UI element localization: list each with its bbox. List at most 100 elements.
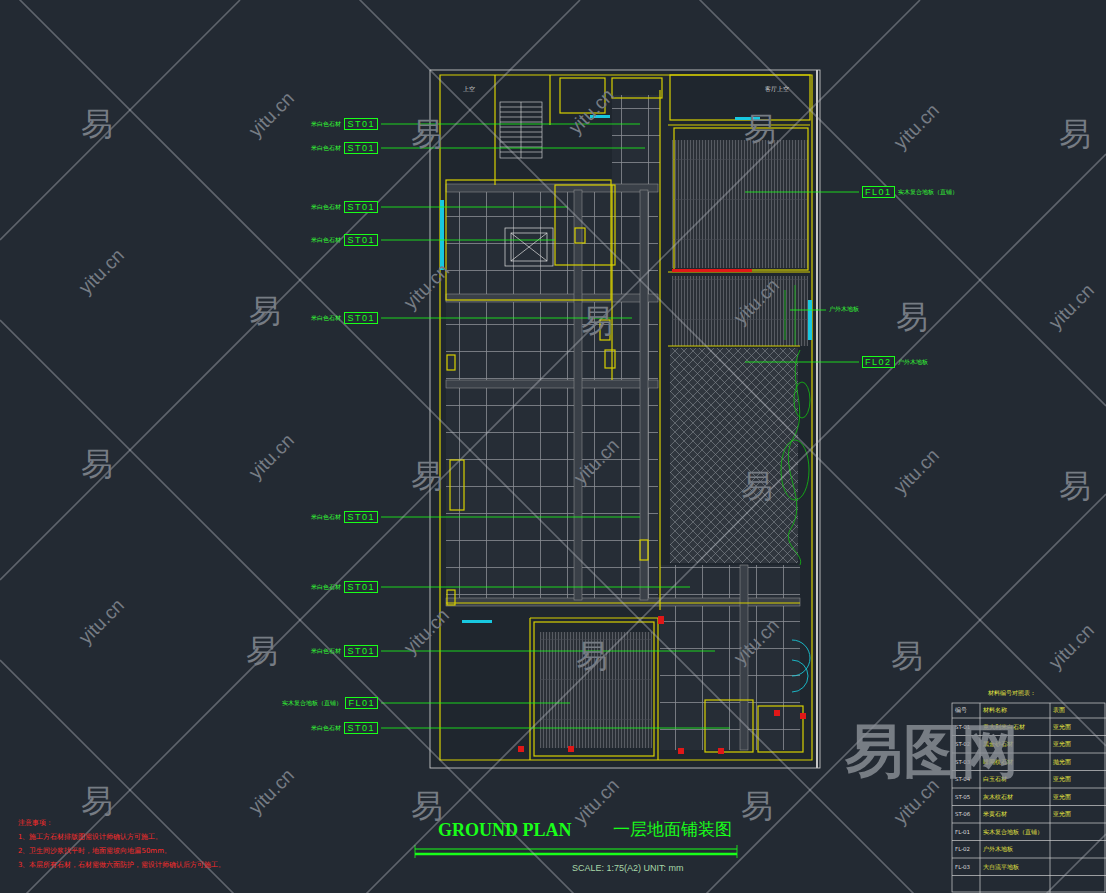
material-tag: ST01米白色石材	[344, 645, 378, 657]
room-label: 客厅上空	[765, 86, 789, 93]
door-swing	[792, 660, 808, 692]
material-tag: FL01实木复合地板（直铺）	[345, 697, 378, 709]
watermark: 易	[576, 639, 608, 674]
elevator	[511, 233, 547, 261]
material-tag: ST01米白色石材	[344, 234, 378, 246]
material-code: ST01	[347, 512, 375, 522]
watermark: 易	[741, 789, 773, 824]
watermark: 易	[896, 300, 928, 335]
material-tag: ST01米白色石材	[344, 312, 378, 324]
watermark: yitu.cn	[1045, 280, 1099, 334]
table-cell: 亚光面	[1053, 811, 1071, 817]
watermark: yitu.cn	[890, 445, 944, 499]
table-cell: ST-05	[955, 794, 970, 800]
material-code: FL01	[865, 187, 892, 197]
table-cell: 户外木地板	[983, 846, 1013, 852]
parquet-floor	[670, 348, 798, 563]
sheet-frame	[430, 70, 820, 768]
red-mark	[774, 710, 780, 716]
table-cell: 材料名称	[983, 707, 1007, 713]
planting	[794, 382, 810, 418]
material-tag: ST01米白色石材	[344, 142, 378, 154]
window	[808, 300, 812, 340]
material-code: ST01	[347, 119, 375, 129]
tile-floor	[446, 294, 658, 302]
note-text: 3、本层所有石材，石材需做六面防护，需设计师确认后方可施工。	[18, 862, 225, 870]
watermark: 易	[249, 294, 281, 329]
tile-floor	[612, 95, 660, 185]
wood-floor	[540, 632, 652, 748]
material-tag: ST01米白色石材	[344, 511, 378, 523]
wall-line	[640, 540, 648, 560]
material-name: 米白色石材	[311, 648, 341, 655]
table-cell: FL-03	[955, 864, 970, 870]
red-mark	[658, 616, 664, 624]
material-code: FL02	[865, 357, 892, 367]
wood-floor	[672, 140, 808, 268]
material-name: 实木复合地板（直铺）	[898, 189, 958, 196]
wall-line	[605, 350, 615, 368]
note-text: 1、施工方石材排版图需设计师确认方可施工。	[18, 834, 162, 842]
window	[440, 115, 812, 623]
material-code: FL01	[348, 698, 375, 708]
watermark: 易	[246, 634, 278, 669]
material-label: 户外木地板	[829, 306, 859, 313]
material-code: ST01	[347, 143, 375, 153]
wall-line	[440, 75, 812, 760]
leader-line	[381, 124, 730, 728]
stair	[500, 102, 542, 158]
scale-note: SCALE: 1:75(A2) UNIT: mm	[572, 864, 684, 874]
table-cell: 大自流平地板	[983, 864, 1019, 870]
room-label: 上空	[463, 86, 475, 93]
red-mark	[718, 748, 724, 754]
watermark: yitu.cn	[1045, 620, 1099, 674]
elevator	[505, 228, 553, 266]
planting	[781, 440, 809, 500]
watermark: 易	[891, 639, 923, 674]
material-code: ST01	[347, 582, 375, 592]
tile-floor	[640, 190, 648, 600]
wall-line	[612, 78, 662, 98]
leader-line	[745, 192, 859, 362]
watermark: yitu.cn	[245, 88, 299, 142]
material-name: 实木复合地板（直铺）	[282, 700, 342, 707]
material-name: 米白色石材	[311, 315, 341, 322]
wall-line	[670, 75, 810, 120]
table-cell: 灰木纹石材	[983, 794, 1013, 800]
watermark: 易图网	[845, 720, 1019, 784]
material-name: 米白色石材	[311, 204, 341, 211]
table-cell: FL-01	[955, 829, 970, 835]
watermark: yitu.cn	[75, 595, 129, 649]
material-code: ST01	[347, 723, 375, 733]
table-cell: 编号	[955, 707, 967, 713]
title-underline	[415, 853, 737, 856]
watermark: 易	[81, 784, 113, 819]
leader-line	[381, 124, 859, 728]
drawing-title: GROUND PLAN	[438, 821, 572, 841]
door-swing	[792, 640, 810, 692]
table-cell: FL-02	[955, 846, 970, 852]
tile-floor	[446, 185, 658, 605]
table-cell: ST-06	[955, 811, 970, 817]
watermark: yitu.cn	[245, 430, 299, 484]
table-cell: 抛光面	[1053, 759, 1071, 765]
material-tag: ST01米白色石材	[344, 118, 378, 130]
stair	[500, 102, 542, 158]
planting	[785, 285, 795, 345]
stair	[500, 102, 542, 158]
tile-floor	[446, 184, 658, 192]
watermark: 易	[81, 107, 113, 142]
material-name: 米白色石材	[311, 584, 341, 591]
table-cell: 亚光面	[1053, 741, 1071, 747]
red-mark	[518, 746, 524, 752]
title-underline	[415, 845, 737, 858]
tile-floor	[446, 380, 658, 388]
wall-line	[440, 75, 812, 760]
red-mark	[672, 269, 752, 272]
material-tag: ST01米白色石材	[344, 722, 378, 734]
table-cell: 表面	[1053, 707, 1065, 713]
